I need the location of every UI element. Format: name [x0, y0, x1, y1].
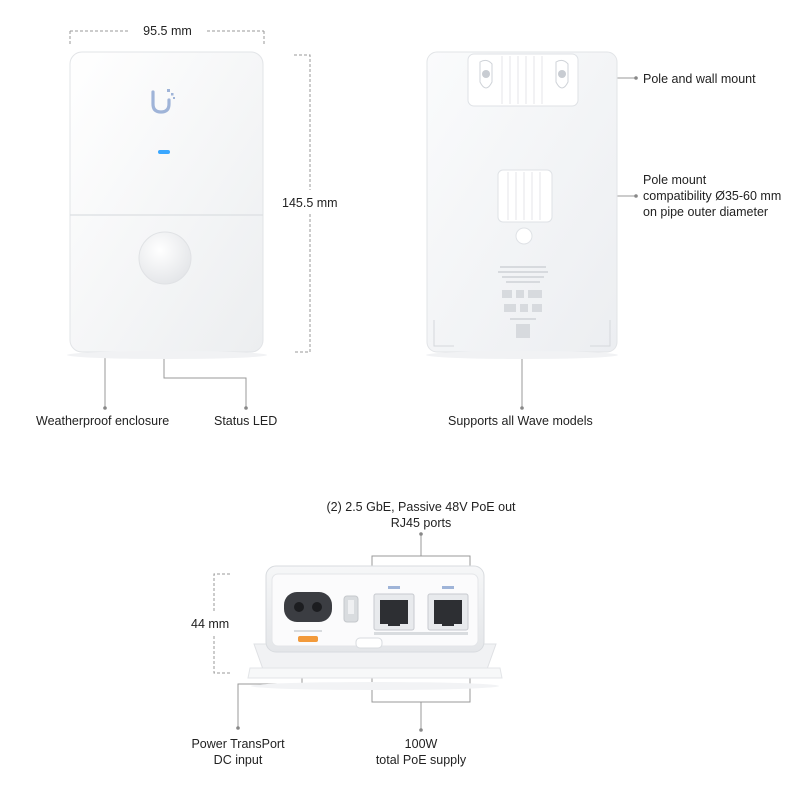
depth-dimension-label: 44 mm [191, 617, 230, 631]
back-device-image [426, 51, 618, 359]
height-dimension-line [294, 54, 311, 353]
ports-label-line2: RJ45 ports [390, 516, 452, 530]
front-device-image [67, 51, 267, 359]
status-led-label: Status LED [214, 414, 278, 428]
depth-dimension-line [213, 573, 230, 674]
pole-wall-mount-label: Pole and wall mount [643, 72, 756, 86]
power-label-line1: Power TransPort [191, 737, 285, 751]
status-led [158, 150, 170, 154]
ubiquiti-logo [151, 90, 171, 114]
wave-models-label: Supports all Wave models [448, 414, 593, 428]
pole-compat-label-line1: Pole mount [643, 173, 707, 187]
supply-label-line2: total PoE supply [375, 753, 467, 767]
enclosure-label: Weatherproof enclosure [36, 414, 170, 428]
width-dimension-line [69, 30, 265, 44]
supply-label-line1: 100W [404, 737, 438, 751]
supply-bracket [371, 678, 471, 730]
ports-bracket [371, 534, 471, 574]
power-label-line2: DC input [213, 753, 263, 767]
ports-device-image [247, 565, 503, 690]
pole-compat-label-line3: on pipe outer diameter [643, 205, 769, 219]
height-dimension-label: 145.5 mm [282, 196, 338, 210]
ports-label-line1: (2) 2.5 GbE, Passive 48V PoE out [326, 500, 516, 514]
width-dimension-label: 95.5 mm [143, 24, 192, 38]
pole-compat-label-line2: compatibility Ø35-60 mm [643, 189, 782, 203]
